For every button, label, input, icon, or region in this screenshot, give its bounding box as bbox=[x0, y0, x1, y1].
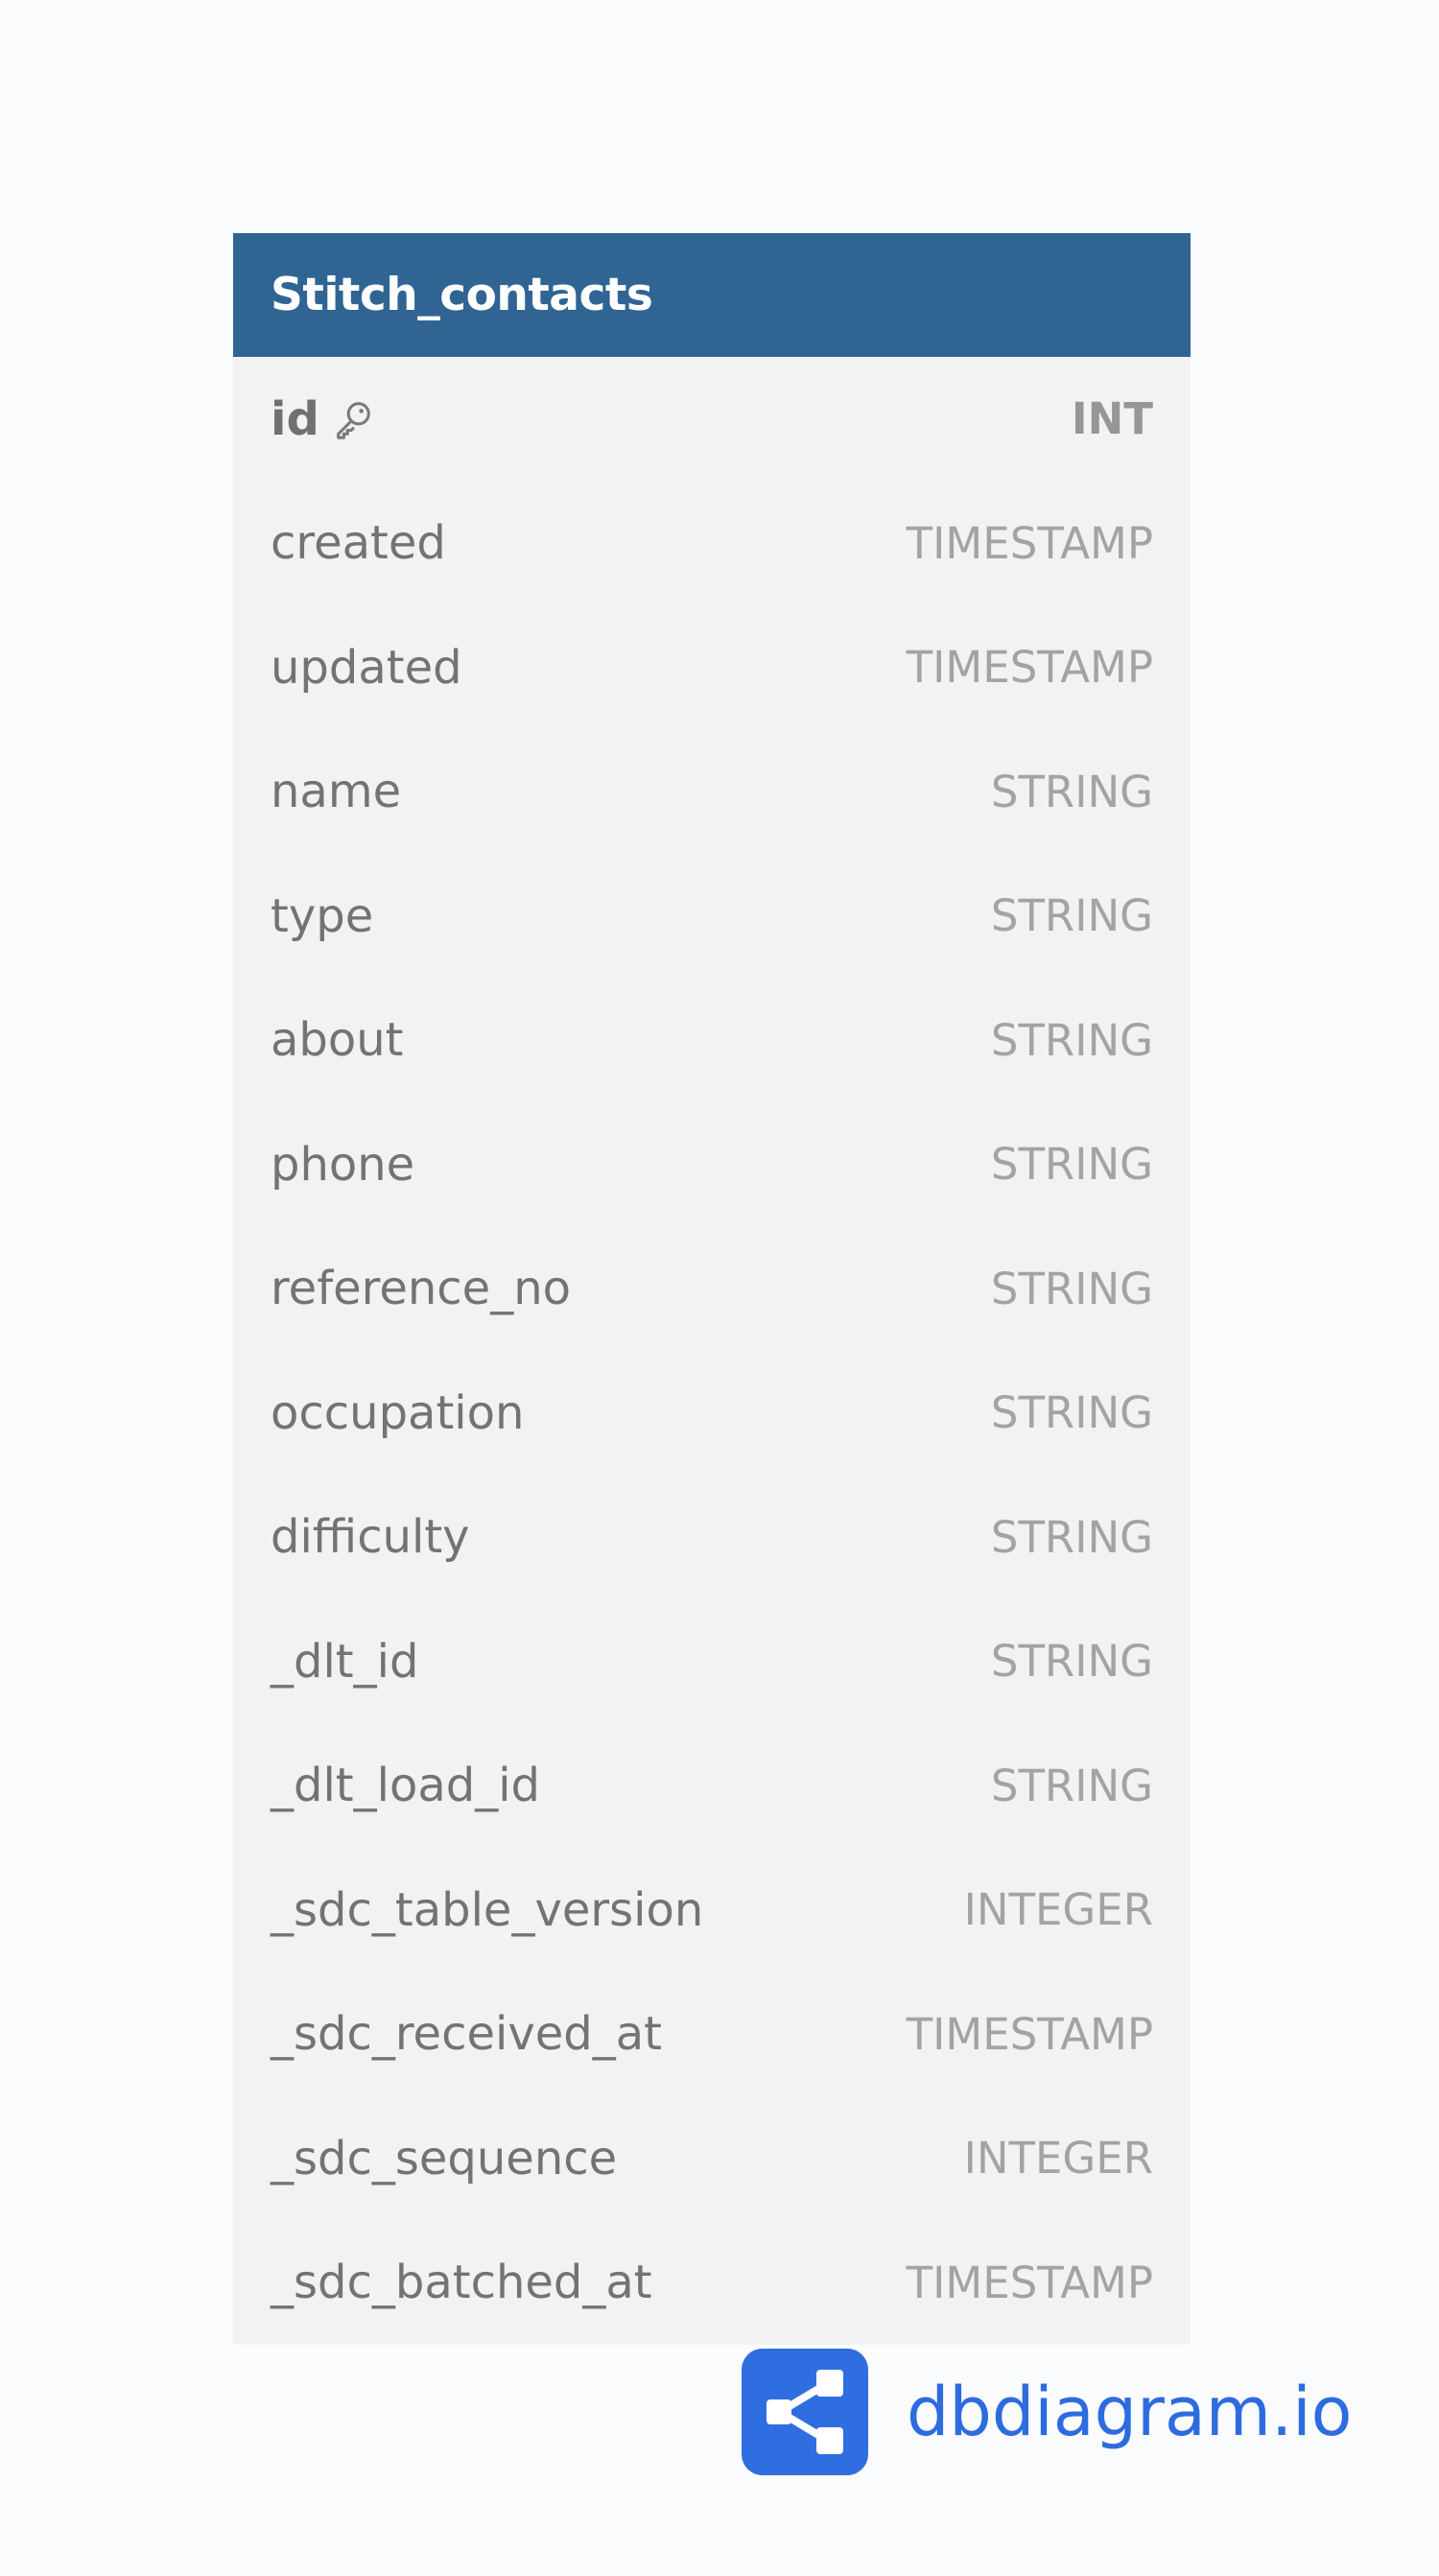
field-type: STRING bbox=[990, 890, 1153, 942]
field-row-sdc-sequence[interactable]: _sdc_sequence INTEGER bbox=[233, 2096, 1191, 2221]
field-type: STRING bbox=[990, 766, 1153, 817]
field-row-sdc-table-version[interactable]: _sdc_table_version INTEGER bbox=[233, 1848, 1191, 1973]
field-type: STRING bbox=[990, 1014, 1153, 1066]
field-row-reference-no[interactable]: reference_no STRING bbox=[233, 1227, 1191, 1352]
share-nodes-logo-icon bbox=[742, 2349, 868, 2475]
field-name-text: reference_no bbox=[271, 1262, 571, 1316]
field-name: about bbox=[271, 1013, 404, 1067]
field-type: TIMESTAMP bbox=[906, 2257, 1153, 2308]
field-name: _sdc_batched_at bbox=[271, 2256, 652, 2309]
field-name-text: occupation bbox=[271, 1385, 525, 1440]
field-name: _dlt_id bbox=[271, 1635, 418, 1689]
field-row-difficulty[interactable]: difficulty STRING bbox=[233, 1476, 1191, 1600]
field-name-text: name bbox=[271, 765, 402, 819]
field-name-text: created bbox=[271, 516, 446, 571]
field-row-created[interactable]: created TIMESTAMP bbox=[233, 482, 1191, 606]
field-name-text: phone bbox=[271, 1137, 415, 1192]
field-type: INTEGER bbox=[963, 2133, 1153, 2185]
brand-name: dbdiagram.io bbox=[907, 2373, 1353, 2451]
field-row-about[interactable]: about STRING bbox=[233, 979, 1191, 1103]
field-name-text: _sdc_batched_at bbox=[271, 2256, 652, 2310]
field-type: STRING bbox=[990, 1511, 1153, 1563]
field-row-name[interactable]: name STRING bbox=[233, 730, 1191, 855]
field-name-text: id bbox=[271, 391, 319, 446]
field-name: reference_no bbox=[271, 1262, 571, 1315]
field-type: TIMESTAMP bbox=[906, 517, 1153, 569]
field-name: _dlt_load_id bbox=[271, 1759, 540, 1812]
brand-watermark[interactable]: dbdiagram.io bbox=[742, 2349, 1352, 2475]
field-name-text: type bbox=[271, 888, 374, 943]
field-row-dlt-id[interactable]: _dlt_id STRING bbox=[233, 1599, 1191, 1724]
field-type: STRING bbox=[990, 1387, 1153, 1439]
field-row-updated[interactable]: updated TIMESTAMP bbox=[233, 605, 1191, 730]
field-row-sdc-received-at[interactable]: _sdc_received_at TIMESTAMP bbox=[233, 1973, 1191, 2097]
field-name-text: _sdc_sequence bbox=[271, 2131, 618, 2186]
field-row-type[interactable]: type STRING bbox=[233, 854, 1191, 979]
table-header[interactable]: Stitch_contacts bbox=[233, 233, 1191, 357]
field-type: STRING bbox=[990, 1263, 1153, 1314]
field-name: id bbox=[271, 392, 375, 446]
field-name: created bbox=[271, 516, 446, 570]
field-row-dlt-load-id[interactable]: _dlt_load_id STRING bbox=[233, 1724, 1191, 1849]
field-type: INTEGER bbox=[963, 1884, 1153, 1936]
field-row-sdc-batched-at[interactable]: _sdc_batched_at TIMESTAMP bbox=[233, 2221, 1191, 2346]
field-name-text: _dlt_id bbox=[271, 1634, 419, 1689]
field-row-occupation[interactable]: occupation STRING bbox=[233, 1351, 1191, 1476]
field-name-text: _sdc_received_at bbox=[271, 2007, 662, 2062]
field-type: INT bbox=[1071, 393, 1153, 445]
key-icon bbox=[336, 401, 370, 439]
field-type: STRING bbox=[990, 1636, 1153, 1688]
field-type: STRING bbox=[990, 1760, 1153, 1811]
field-row-id[interactable]: id INT bbox=[233, 357, 1191, 482]
table-title: Stitch_contacts bbox=[271, 269, 653, 321]
field-name: phone bbox=[271, 1138, 414, 1192]
field-type: STRING bbox=[990, 1139, 1153, 1191]
field-name: _sdc_sequence bbox=[271, 2132, 617, 2186]
field-name: updated bbox=[271, 641, 462, 695]
field-name: type bbox=[271, 889, 373, 943]
field-row-phone[interactable]: phone STRING bbox=[233, 1102, 1191, 1227]
field-name-text: difficulty bbox=[271, 1510, 470, 1565]
field-name: _sdc_table_version bbox=[271, 1883, 703, 1937]
field-name-text: updated bbox=[271, 640, 462, 695]
field-name: difficulty bbox=[271, 1510, 470, 1564]
field-name: occupation bbox=[271, 1386, 524, 1440]
field-name-text: _sdc_table_version bbox=[271, 1882, 704, 1937]
field-name-text: _dlt_load_id bbox=[271, 1759, 541, 1813]
field-type: TIMESTAMP bbox=[906, 642, 1153, 694]
field-name: _sdc_received_at bbox=[271, 2007, 662, 2061]
field-name-text: about bbox=[271, 1013, 404, 1068]
field-name: name bbox=[271, 765, 401, 818]
field-type: TIMESTAMP bbox=[906, 2008, 1153, 2060]
